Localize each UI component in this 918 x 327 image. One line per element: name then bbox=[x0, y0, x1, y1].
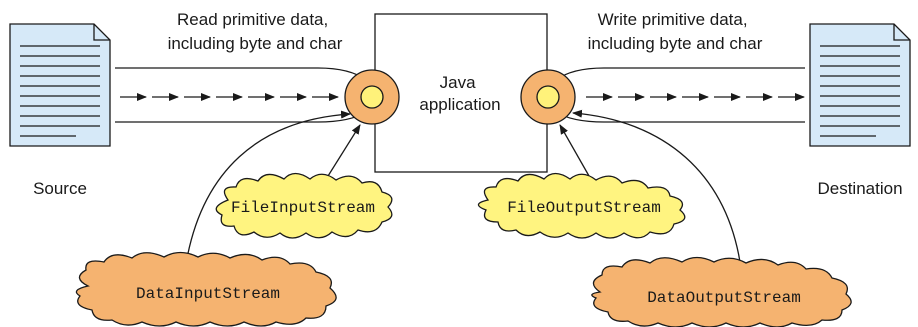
destination-document-icon bbox=[809, 23, 911, 147]
destination-pipe bbox=[555, 67, 805, 123]
application-label: Java application bbox=[419, 73, 500, 114]
data-output-connector bbox=[572, 109, 743, 277]
data-input-connector bbox=[184, 110, 351, 271]
source-caption: Read primitive data, including byte and … bbox=[168, 10, 343, 53]
java-application-box bbox=[374, 13, 548, 173]
data-output-stream-label: DataOutputStream bbox=[647, 289, 801, 307]
data-input-stream-label: DataInputStream bbox=[136, 285, 280, 303]
source-label: Source bbox=[33, 179, 87, 198]
output-port bbox=[520, 69, 576, 125]
file-input-stream-label: FileInputStream bbox=[231, 199, 375, 217]
destination-label: Destination bbox=[817, 179, 902, 198]
data-output-stream-cloud: DataOutputStream bbox=[591, 256, 852, 327]
input-port bbox=[344, 69, 400, 125]
data-input-stream-cloud: DataInputStream bbox=[75, 251, 337, 327]
destination-caption: Write primitive data, including byte and… bbox=[588, 10, 763, 53]
source-pipe bbox=[115, 67, 367, 123]
file-output-stream-cloud: FileOutputStream bbox=[477, 172, 686, 239]
source-document-icon bbox=[9, 23, 111, 147]
file-input-stream-cloud: FileInputStream bbox=[215, 172, 393, 239]
file-output-stream-label: FileOutputStream bbox=[507, 199, 661, 217]
